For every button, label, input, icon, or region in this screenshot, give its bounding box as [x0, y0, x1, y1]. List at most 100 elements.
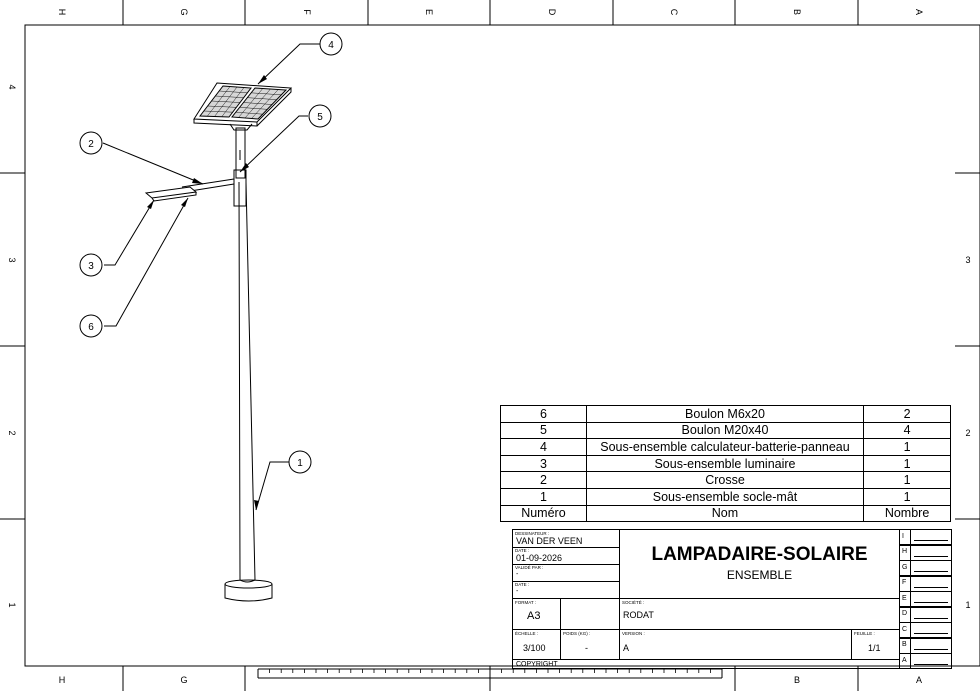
leader-lines [102, 43, 320, 511]
balloon-1: 1 [288, 450, 312, 474]
balloon-4: 4 [319, 32, 343, 56]
bom-numero: 5 [500, 421, 587, 440]
poids-value: - [585, 643, 588, 653]
side-zone-ticks [0, 172, 980, 520]
zone-col-top-d: D [547, 8, 557, 16]
zone-col-top-e: E [424, 8, 434, 15]
balloon-2-label: 2 [88, 139, 94, 150]
date2-value: - [516, 588, 519, 595]
version-label: VERSION : [622, 631, 645, 636]
bom-nombre: 1 [863, 471, 951, 489]
format-label: FORMAT : [515, 600, 537, 605]
zone-col-top-h: H [57, 8, 67, 16]
bom-header-nombre: Nombre [863, 504, 951, 523]
bom-nombre: 1 [863, 438, 951, 456]
balloon-5-label: 5 [317, 112, 323, 123]
solar-panel [193, 82, 293, 131]
zone-row-right-2: 2 [965, 428, 971, 438]
societe-cell: SOCIÉTÉ : RODAT [619, 598, 900, 630]
bom-numero: 2 [500, 471, 587, 489]
bom-numero: 4 [500, 438, 587, 456]
pole [238, 181, 256, 581]
bom-nombre: 1 [863, 454, 951, 473]
bom-nom: Boulon M6x20 [585, 405, 865, 423]
balloon-2: 2 [79, 131, 103, 155]
bom-nombre: 2 [863, 405, 951, 423]
revision-b: B [902, 641, 907, 648]
revision-f: F [902, 579, 907, 586]
zone-row-right-3: 3 [965, 255, 971, 265]
balloon-4-label: 4 [328, 40, 334, 51]
bom-nom: Sous-ensemble socle-mât [585, 487, 865, 506]
date-label: DATE : [515, 548, 530, 553]
zone-col-top-a: A [914, 8, 924, 15]
revision-a: A [902, 657, 907, 664]
bom-numero: 6 [500, 405, 587, 423]
top-zone-ticks [122, 0, 859, 25]
upper-mast [235, 127, 246, 179]
bom-nom: Sous-ensemble calculateur-batterie-panne… [585, 438, 865, 456]
title-cell: LAMPADAIRE-SOLAIRE ENSEMBLE [619, 529, 900, 599]
bom-numero: 3 [500, 454, 587, 473]
balloon-6-label: 6 [88, 322, 94, 333]
feuille-cell: FEUILLE : 1/1 [851, 629, 900, 660]
zone-row-left-4: 4 [7, 84, 17, 90]
poids-label: POIDS (kg) : [563, 631, 591, 636]
dessinateur-label: DESSINATEUR : [515, 531, 550, 536]
zone-col-top-f: F [302, 9, 312, 15]
zone-col-bottom-b: B [793, 675, 800, 685]
format-cell: FORMAT : A3 [512, 598, 561, 630]
bom-nom: Boulon M20x40 [585, 421, 865, 440]
mast-clamp [233, 169, 247, 207]
pole-foot [239, 579, 256, 583]
valide-value: - [516, 571, 519, 578]
zone-row-left-1: 1 [7, 602, 17, 608]
revision-i: I [902, 533, 904, 540]
feuille-value: 1/1 [868, 643, 881, 653]
pole-base [224, 584, 273, 602]
zone-row-left-3: 3 [7, 257, 17, 263]
zone-col-bottom-a: A [915, 675, 922, 685]
balloon-6: 6 [79, 314, 103, 338]
zone-col-bottom-g: G [180, 675, 188, 685]
zone-col-top-c: C [669, 8, 679, 16]
revision-g: G [902, 564, 908, 571]
zone-col-top-g: G [179, 8, 189, 16]
echelle-value: 3/100 [523, 643, 546, 653]
revision-h: H [902, 548, 908, 555]
bom-nombre: 4 [863, 421, 951, 440]
leader-arrowheads [147, 75, 267, 510]
lamp-assembly-drawing [144, 82, 293, 602]
drawing-title: LAMPADAIRE-SOLAIRE [651, 544, 868, 565]
revision-d: D [902, 610, 908, 617]
revision-table: I H G F E D C B A [899, 529, 952, 669]
dessinateur-value: VAN DER VEEN [516, 536, 583, 546]
ruler-ticks [257, 669, 711, 673]
zone-col-top-b: B [792, 8, 802, 15]
zone-row-left-2: 2 [7, 430, 17, 436]
drawing-subtitle: ENSEMBLE [726, 568, 793, 582]
revision-e: E [902, 595, 907, 602]
version-cell: VERSION : A [619, 629, 852, 660]
feuille-label: FEUILLE : [854, 631, 875, 636]
bom-nom: Sous-ensemble luminaire [585, 454, 865, 473]
balloon-3: 3 [79, 253, 103, 277]
version-value: A [623, 643, 630, 653]
zone-row-right-1: 1 [965, 600, 971, 610]
balloon-1-label: 1 [297, 458, 303, 469]
poids-cell: POIDS (kg) : - [560, 629, 620, 660]
zone-col-bottom-h: H [58, 675, 66, 685]
bom-header-nom: Nom [585, 504, 865, 523]
date2-label: DATE : [515, 582, 530, 587]
valide-label: VALIDÉ PAR : [515, 565, 544, 570]
echelle-label: ÉCHELLE : [515, 631, 539, 636]
copyright-cell: COPYRIGHT [512, 659, 900, 669]
copyright: COPYRIGHT [516, 661, 558, 668]
